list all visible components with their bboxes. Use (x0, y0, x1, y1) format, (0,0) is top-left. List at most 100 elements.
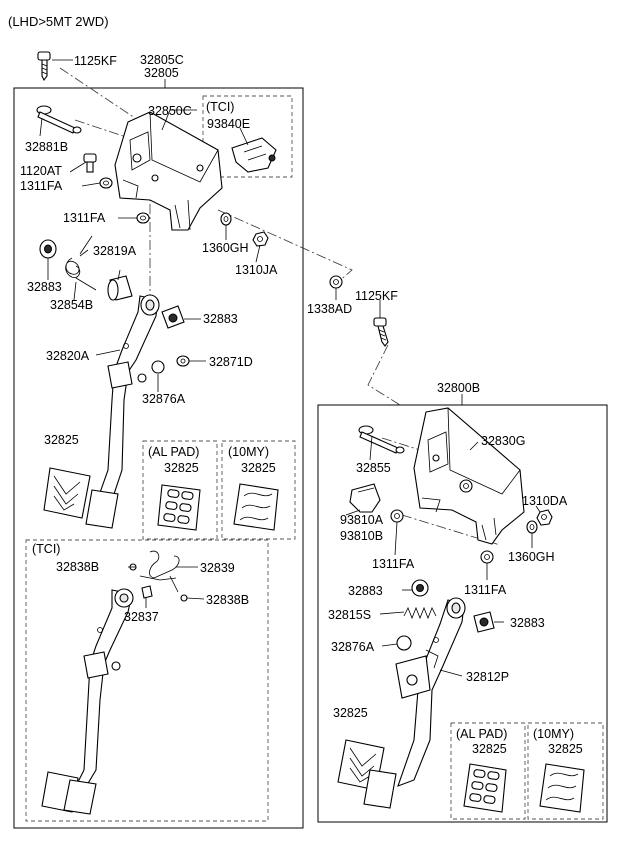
chain-bolt-to-right-bracket (367, 344, 401, 406)
label-tci-bottom: (TCI) (32, 542, 60, 556)
10my-pad-left (233, 483, 279, 531)
tci-spring-32839 (139, 550, 180, 593)
al-pad-right (463, 763, 507, 813)
chain-32881b (74, 119, 136, 141)
label-1360gh-left: 1360GH (202, 241, 249, 255)
nut-32871d (176, 355, 190, 367)
nut-1311fa-a (99, 177, 113, 189)
label-al-pad-right: (AL PAD) (456, 727, 507, 741)
label-1310da: 1310DA (522, 494, 568, 508)
pedal-bracket-32830g (413, 407, 525, 545)
label-32839: 32839 (200, 561, 235, 575)
label-32883-a: 32883 (27, 280, 62, 294)
label-32883-c: 32883 (348, 584, 383, 598)
label-32825-10my-right: 32825 (548, 742, 583, 756)
10my-pad-right (539, 763, 585, 813)
label-32871d: 32871D (209, 355, 253, 369)
tci-clip-32838b-b (180, 594, 188, 602)
spring-32815s (403, 606, 437, 620)
al-pad-option-box-right (450, 722, 526, 820)
part-labels: 1125KF 32805C 32805 32850C (TCI) 93840E … (20, 53, 583, 756)
chain-32855 (381, 437, 421, 451)
label-32850c: 32850C (148, 104, 192, 118)
label-32812p: 32812P (466, 670, 509, 684)
label-1338ad: 1338AD (307, 302, 352, 316)
label-32805c: 32805C (140, 53, 184, 67)
chain-bracket-to-nut (217, 209, 353, 283)
tci-bush-32837 (141, 585, 153, 599)
bushing-32819a (107, 275, 133, 301)
label-32825-10my-left: 32825 (241, 461, 276, 475)
tci-pedal-option-box (25, 539, 269, 822)
label-93810b: 93810B (340, 529, 383, 543)
bolt-1125kf-right (373, 317, 389, 347)
label-1310ja: 1310JA (235, 263, 278, 277)
label-32805: 32805 (144, 66, 179, 80)
clutch-pedal-arm-32820a (95, 294, 160, 505)
spring-32854b (65, 235, 97, 291)
label-10my-right: (10MY) (533, 727, 574, 741)
10my-option-box-left (221, 440, 296, 540)
nut-1311fa-c (390, 509, 404, 523)
label-32825-left: 32825 (44, 433, 79, 447)
label-32825-al-left: 32825 (164, 461, 199, 475)
pedal-pad-32825-left (43, 467, 119, 529)
label-1125kf-top: 1125KF (74, 54, 117, 68)
pedal-pad-32825-right (337, 739, 397, 809)
bushing-32883-d (473, 611, 495, 633)
label-32883-b: 32883 (203, 312, 238, 326)
label-32815s: 32815S (328, 608, 371, 622)
nut-1310da (536, 509, 553, 526)
pedal-bracket-32850c (114, 111, 223, 231)
label-32825-right: 32825 (333, 706, 368, 720)
chain-bolt-top (59, 67, 136, 119)
label-1311fa-c: 1311FA (372, 557, 415, 571)
label-1311fa-b: 1311FA (63, 211, 106, 225)
nut-1360gh-right (526, 520, 538, 534)
tci-switch-93840e (231, 137, 277, 173)
label-1125kf-right: 1125KF (355, 289, 398, 303)
label-32876a-right: 32876A (331, 640, 375, 654)
nut-1338ad (329, 275, 343, 289)
label-32854b: 32854B (50, 298, 93, 312)
label-93840e: 93840E (207, 117, 250, 131)
label-32881b: 32881B (25, 140, 68, 154)
label-32855: 32855 (356, 461, 391, 475)
label-32837: 32837 (124, 610, 159, 624)
tci-pedal-arm (41, 588, 134, 815)
label-32800b: 32800B (437, 381, 480, 395)
brake-pedal-arm-32812p (395, 597, 466, 787)
label-1360gh-right: 1360GH (508, 550, 555, 564)
label-1120at: 1120AT (20, 164, 62, 178)
nut-1311fa-d (480, 550, 494, 564)
bushing-32883-a (39, 239, 57, 259)
leader-lines (39, 59, 541, 677)
label-32819a: 32819A (93, 244, 137, 258)
label-32830g: 32830G (481, 434, 525, 448)
label-32820a: 32820A (46, 349, 90, 363)
nut-1310ja (252, 231, 269, 247)
label-93810a: 93810A (340, 513, 384, 527)
right-assembly-frame (317, 404, 608, 823)
bolt-32881b (36, 105, 82, 134)
switch-93810a (349, 483, 381, 513)
label-32838b-b: 32838B (206, 593, 249, 607)
nut-1311fa-b (136, 212, 150, 224)
label-32838b-a: 32838B (56, 560, 99, 574)
label-al-pad-left: (AL PAD) (148, 445, 199, 459)
bolt-1120at (83, 153, 97, 173)
stopper-32876a-left (151, 360, 165, 374)
10my-option-box-right (527, 722, 604, 820)
label-32883-d: 32883 (510, 616, 545, 630)
bolt-32855 (358, 425, 405, 454)
al-pad-left (157, 484, 201, 531)
tci-switch-option-box (202, 95, 293, 178)
label-32825-al-right: 32825 (472, 742, 507, 756)
bolt-1125kf-top (37, 51, 51, 82)
label-tci-top: (TCI) (206, 100, 234, 114)
bushing-32883-b (161, 305, 185, 329)
label-1311fa-d: 1311FA (464, 583, 507, 597)
label-32876a-left: 32876A (142, 392, 186, 406)
bushing-32883-c (411, 579, 429, 597)
